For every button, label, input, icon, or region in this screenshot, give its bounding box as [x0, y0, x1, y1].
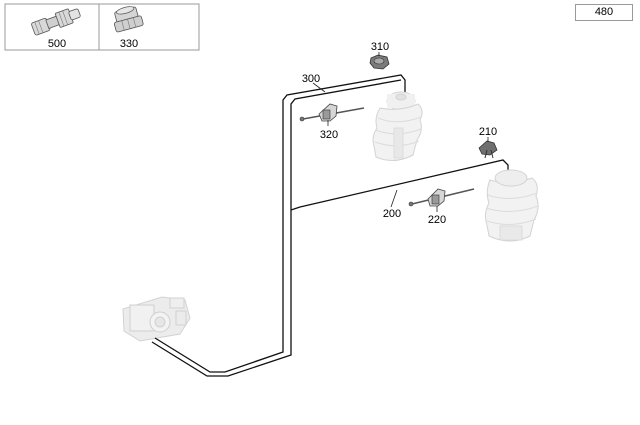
- leader-lines: [312, 52, 489, 212]
- legend-label-330: 330: [120, 38, 138, 50]
- fitting-210-icon: [478, 140, 498, 159]
- callout-320: 320: [320, 129, 338, 141]
- callout-210: 210: [479, 126, 497, 138]
- air-line-300: [151, 74, 406, 377]
- bracket-320-icon: [299, 103, 365, 122]
- bracket-220-icon: [408, 188, 475, 207]
- air-line-200: [290, 159, 509, 211]
- page-number: 480: [575, 4, 633, 21]
- callout-200: 200: [383, 208, 401, 220]
- callout-310: 310: [371, 41, 389, 53]
- compressor-block: [122, 296, 191, 342]
- callout-300: 300: [302, 73, 320, 85]
- fitting-310-icon: [369, 54, 390, 70]
- legend-label-500: 500: [48, 38, 66, 50]
- air-spring-rear: [372, 91, 423, 161]
- fitting-short-icon[interactable]: [111, 4, 144, 33]
- air-spring-front: [484, 169, 539, 242]
- callout-220: 220: [428, 214, 446, 226]
- fitting-long-icon[interactable]: [31, 6, 82, 37]
